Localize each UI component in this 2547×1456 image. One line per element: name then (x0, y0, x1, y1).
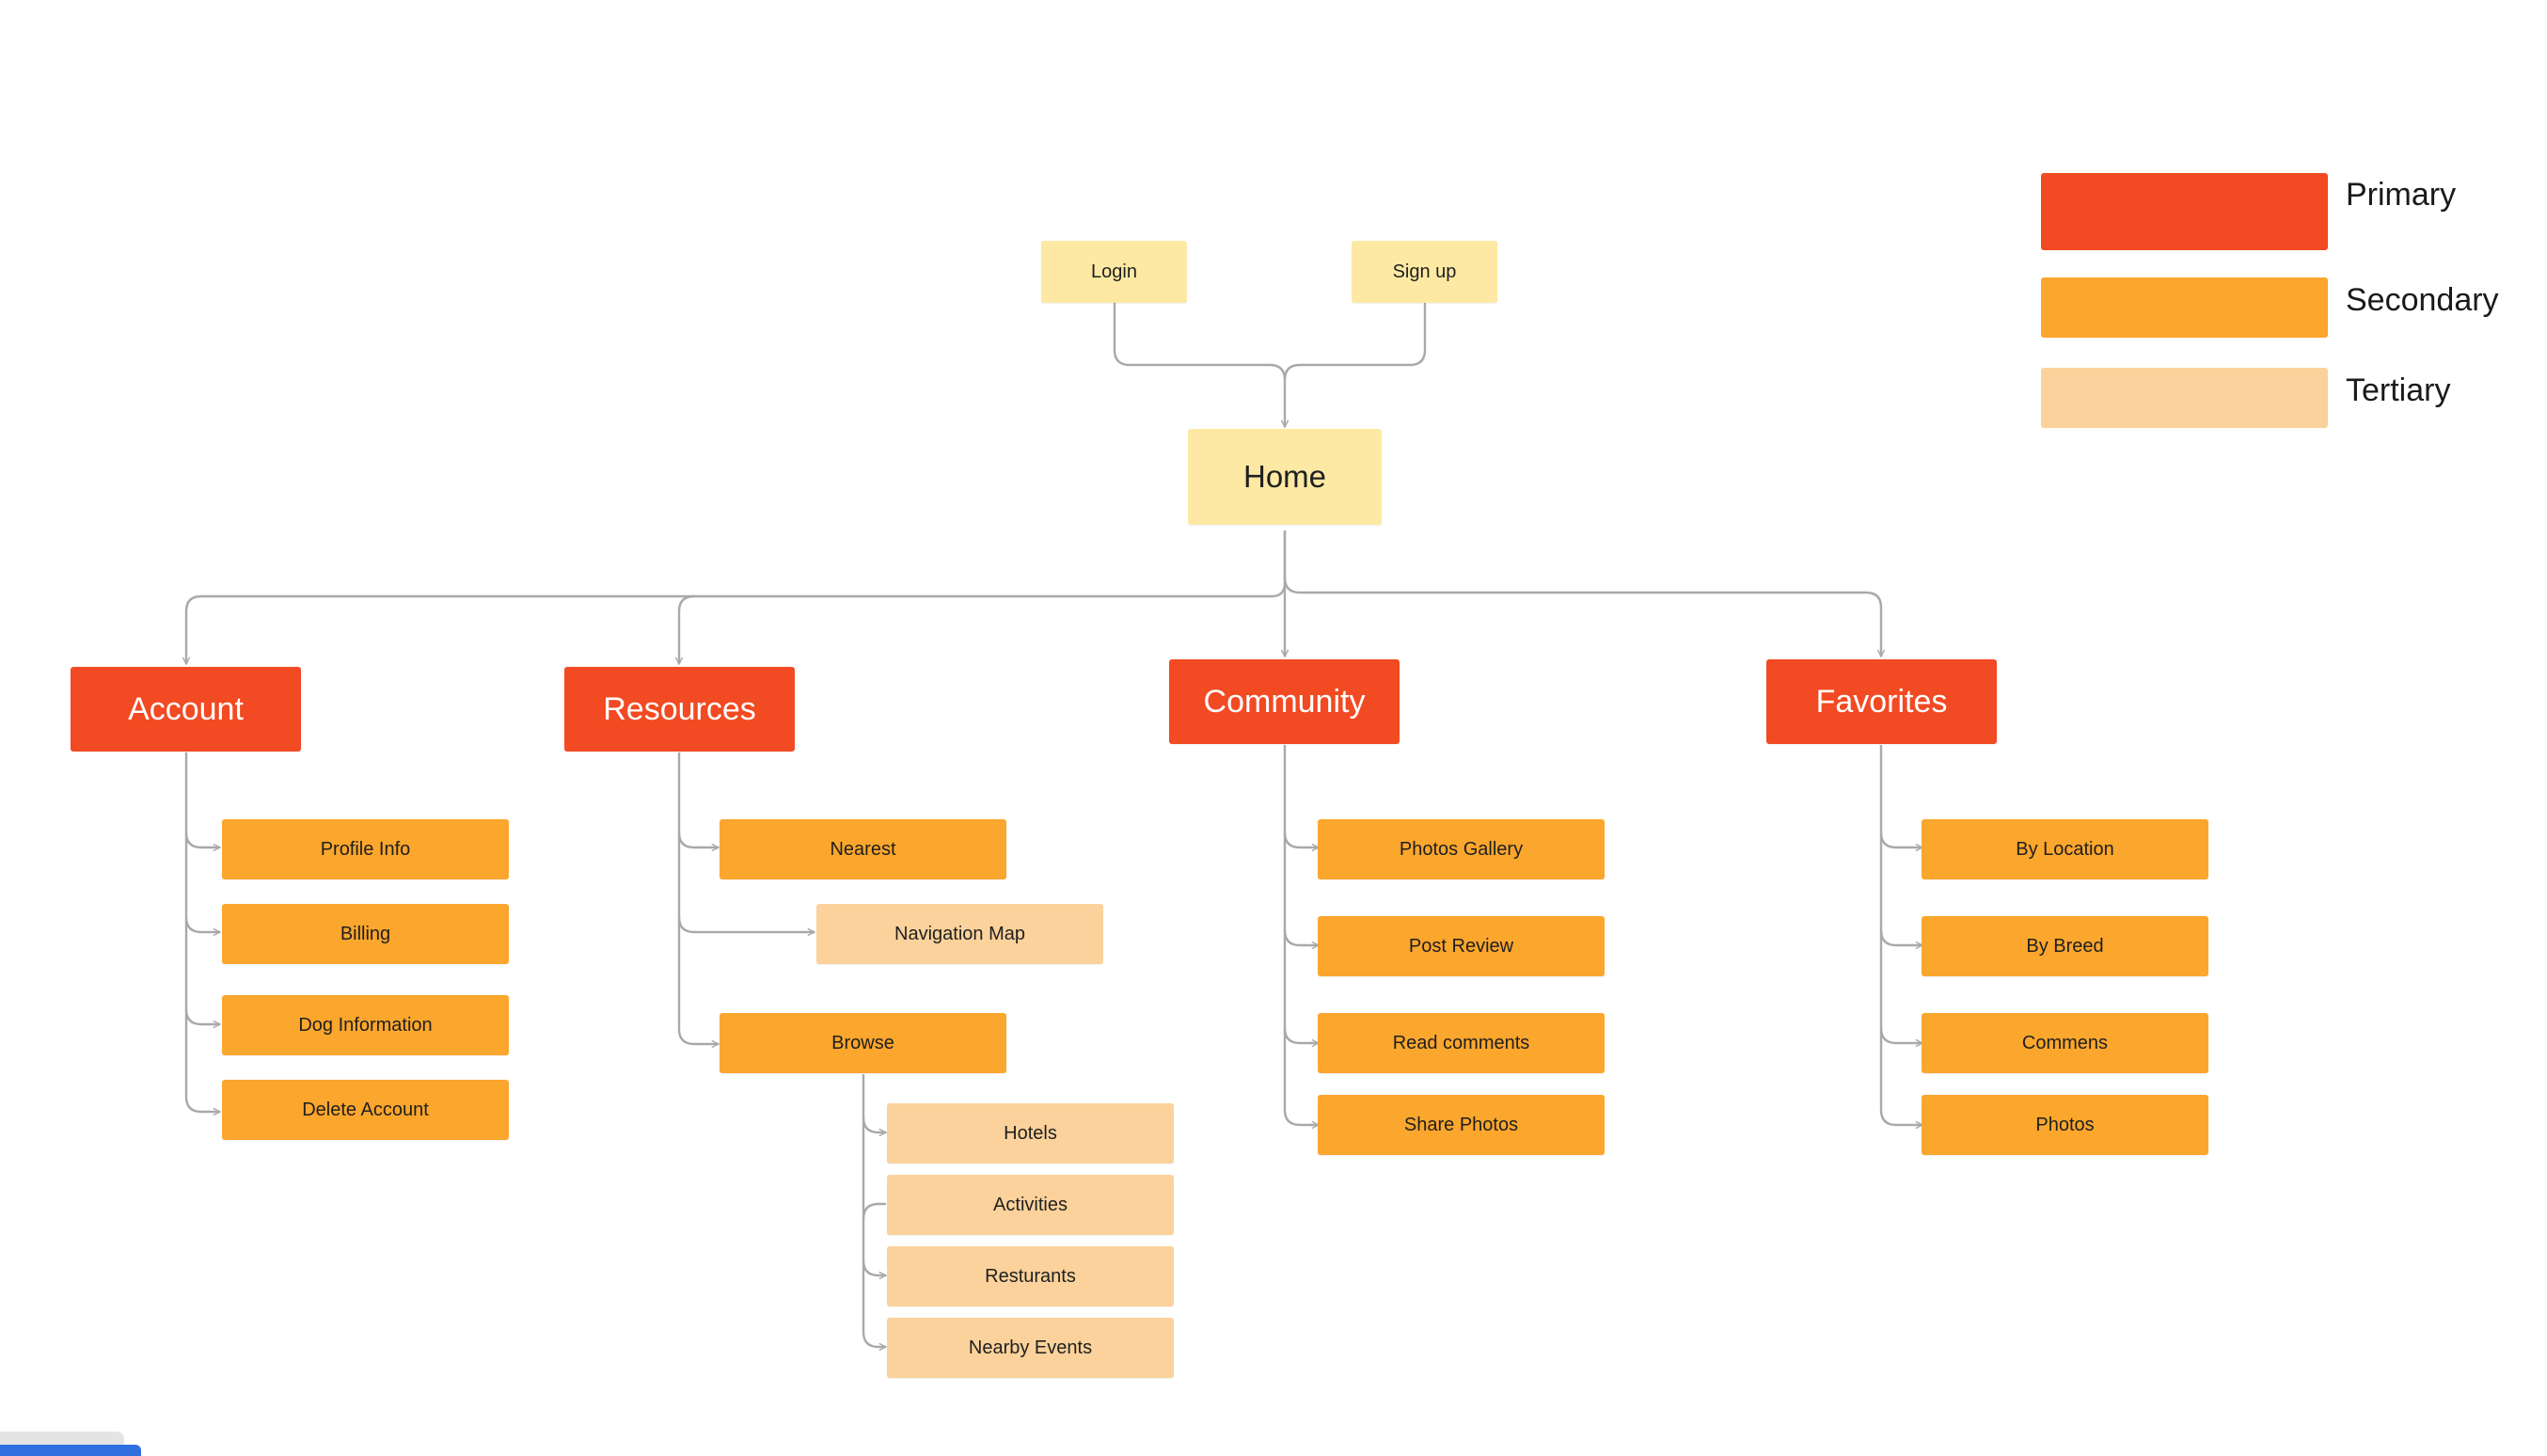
bottom-action-button[interactable] (0, 1445, 141, 1456)
connector-home-favorites (1283, 577, 1881, 657)
legend-tertiary-label: Tertiary (2346, 372, 2451, 408)
browse-node: Browse (720, 1013, 1006, 1073)
signup-node: Sign up (1352, 241, 1497, 303)
legend-primary-swatch (2041, 173, 2328, 250)
post-review-node: Post Review (1318, 916, 1605, 976)
commens-node: Commens (1922, 1013, 2208, 1073)
legend-primary-label: Primary (2346, 177, 2457, 213)
legend-tertiary-swatch (2041, 368, 2328, 428)
connector-community-trunk (1283, 745, 1319, 1125)
photos-node: Photos (1922, 1095, 2208, 1155)
resturants-node: Resturants (887, 1246, 1174, 1306)
by-location-node: By Location (1922, 819, 2208, 879)
legend-secondary-swatch (2041, 277, 2328, 338)
photos-gallery-node: Photos Gallery (1318, 819, 1605, 879)
resources-node: Resources (564, 667, 795, 752)
connector-login-home (1113, 303, 1285, 427)
delete-account-node: Delete Account (222, 1080, 509, 1140)
community-node: Community (1169, 659, 1400, 744)
connector-home-account (186, 530, 1287, 664)
account-node: Account (71, 667, 301, 752)
connector-browse-trunk (862, 1074, 886, 1347)
nearest-node: Nearest (720, 819, 1006, 879)
favorites-node: Favorites (1766, 659, 1997, 744)
login-node: Login (1041, 241, 1187, 303)
read-comments-node: Read comments (1318, 1013, 1605, 1073)
billing-node: Billing (222, 904, 509, 964)
connector-home-resources (679, 594, 695, 664)
profile-info-node: Profile Info (222, 819, 509, 879)
legend-secondary-label: Secondary (2346, 282, 2499, 318)
by-breed-node: By Breed (1922, 916, 2208, 976)
connector-favorites-trunk (1879, 745, 1922, 1125)
dog-information-node: Dog Information (222, 995, 509, 1055)
navigation-map-node: Navigation Map (816, 904, 1103, 964)
hotels-node: Hotels (887, 1103, 1174, 1163)
connector-account-trunk (184, 752, 220, 1112)
home-node: Home (1188, 429, 1382, 525)
connector-signup-home (1283, 303, 1427, 381)
share-photos-node: Share Photos (1318, 1095, 1605, 1155)
connector-resources-trunk (677, 752, 719, 1044)
activities-node: Activities (887, 1175, 1174, 1235)
nearby-events-node: Nearby Events (887, 1318, 1174, 1378)
